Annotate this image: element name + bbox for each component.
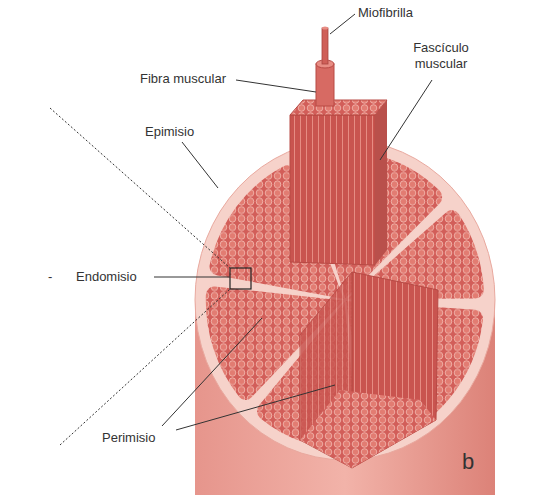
panel-letter: b (462, 449, 474, 475)
myofibril (322, 28, 328, 64)
part-label: Miofibrilla (358, 5, 413, 21)
leader-line (380, 80, 432, 160)
leader-line (236, 80, 316, 92)
myofibril-top (322, 27, 328, 30)
fascicle-top (290, 100, 387, 115)
part-label: Fascículo muscular (398, 40, 484, 72)
muscle-fiber (316, 64, 334, 106)
part-label: - (48, 269, 52, 285)
part-label: Epimisio (145, 124, 194, 140)
part-label: Perimisio (102, 430, 155, 446)
leader-line (182, 142, 218, 188)
cutaway-face (300, 390, 436, 468)
leader-line (176, 385, 335, 430)
part-label: Endomisio (76, 269, 137, 285)
detail-box (230, 268, 251, 289)
leader-line (330, 14, 355, 34)
part-label: Fibra muscular (140, 71, 226, 87)
fascicle-column (290, 115, 375, 265)
zoom-line (50, 108, 230, 268)
leader-line (154, 277, 230, 278)
fascicle-side (375, 100, 387, 265)
